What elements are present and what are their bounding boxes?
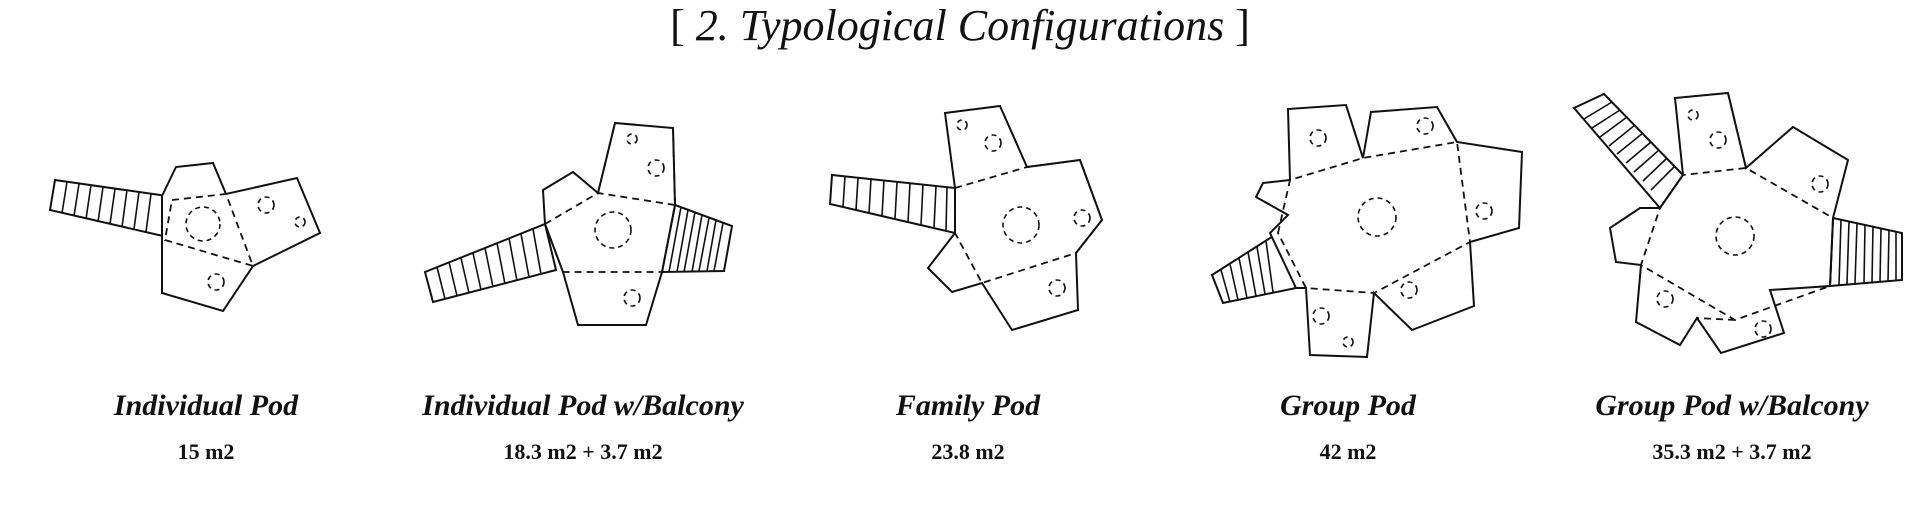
dashed-circle bbox=[647, 159, 665, 177]
configuration-area: 35.3 m2 + 3.7 m2 bbox=[1652, 439, 1812, 464]
dashed-circle bbox=[1475, 202, 1493, 220]
pod-outline bbox=[161, 161, 322, 313]
dashed-circle bbox=[626, 133, 638, 145]
diagram-group-pod-balcony bbox=[1572, 91, 1903, 355]
diagram-group-pod bbox=[1210, 103, 1524, 359]
pod-outline bbox=[1254, 103, 1524, 359]
balcony-hatch bbox=[828, 173, 956, 235]
dashed-circle bbox=[1709, 131, 1727, 149]
internal-partitions bbox=[163, 193, 255, 268]
central-dashed-circle bbox=[185, 206, 221, 242]
internal-partitions bbox=[1277, 104, 1471, 294]
dashed-circle bbox=[1754, 320, 1772, 338]
dashed-circle bbox=[294, 216, 306, 228]
configuration-area: 18.3 m2 + 3.7 m2 bbox=[503, 439, 663, 464]
configuration-area: 15 m2 bbox=[177, 439, 235, 464]
dashed-circle bbox=[1811, 175, 1829, 193]
dashed-circle bbox=[1342, 336, 1354, 348]
dashed-circle bbox=[1656, 290, 1674, 308]
pod-outline bbox=[926, 104, 1104, 332]
balcony-hatch bbox=[423, 203, 734, 304]
configuration-name: Group Pod bbox=[1280, 389, 1416, 422]
configuration-area: 23.8 m2 bbox=[931, 439, 1005, 464]
title-close-bracket: ] bbox=[1235, 1, 1250, 50]
balcony-hatch bbox=[48, 178, 169, 238]
central-dashed-circle bbox=[1715, 216, 1755, 256]
dashed-circle bbox=[956, 119, 968, 131]
label-group-pod: Group Pod 42 m2 bbox=[1138, 388, 1558, 466]
diagram-individual-pod-balcony bbox=[423, 121, 734, 326]
dashed-circle bbox=[1400, 281, 1418, 299]
title-open-bracket: [ bbox=[670, 1, 685, 50]
pod-outline bbox=[1608, 91, 1850, 355]
configuration-name: Individual Pod w/Balcony bbox=[422, 389, 744, 422]
diagram-individual-pod bbox=[48, 161, 322, 313]
label-group-pod-balcony: Group Pod w/Balcony 35.3 m2 + 3.7 m2 bbox=[1522, 388, 1920, 466]
dashed-circle bbox=[1073, 209, 1091, 227]
balcony-hatch bbox=[1210, 231, 1298, 305]
dashed-circle bbox=[1416, 117, 1434, 135]
dashed-circle bbox=[1687, 109, 1699, 121]
dashed-circle bbox=[1309, 129, 1327, 147]
dashed-circle bbox=[1048, 279, 1066, 297]
page-title: [ 2. Typological Configurations ] bbox=[0, 0, 1920, 52]
dashed-circle bbox=[207, 273, 225, 291]
central-dashed-circle bbox=[594, 211, 632, 249]
pod-outline bbox=[541, 121, 677, 326]
configuration-name: Family Pod bbox=[895, 389, 1041, 422]
title-text: 2. Typological Configurations bbox=[695, 1, 1225, 50]
label-individual-pod-balcony: Individual Pod w/Balcony 18.3 m2 + 3.7 m… bbox=[373, 388, 793, 466]
label-family-pod: Family Pod 23.8 m2 bbox=[758, 388, 1178, 466]
internal-partitions bbox=[1639, 92, 1834, 321]
dashed-circle bbox=[1312, 307, 1330, 325]
configuration-name: Group Pod w/Balcony bbox=[1595, 389, 1869, 422]
central-dashed-circle bbox=[1357, 197, 1397, 237]
internal-partitions bbox=[543, 122, 677, 273]
central-dashed-circle bbox=[1002, 206, 1040, 244]
diagram-family-pod bbox=[828, 104, 1104, 332]
dashed-circle bbox=[623, 289, 641, 307]
dashed-circle bbox=[257, 196, 275, 214]
configuration-name: Individual Pod bbox=[113, 389, 299, 422]
label-individual-pod: Individual Pod 15 m2 bbox=[0, 388, 416, 466]
configuration-area: 42 m2 bbox=[1319, 439, 1377, 464]
dashed-circle bbox=[984, 134, 1002, 152]
